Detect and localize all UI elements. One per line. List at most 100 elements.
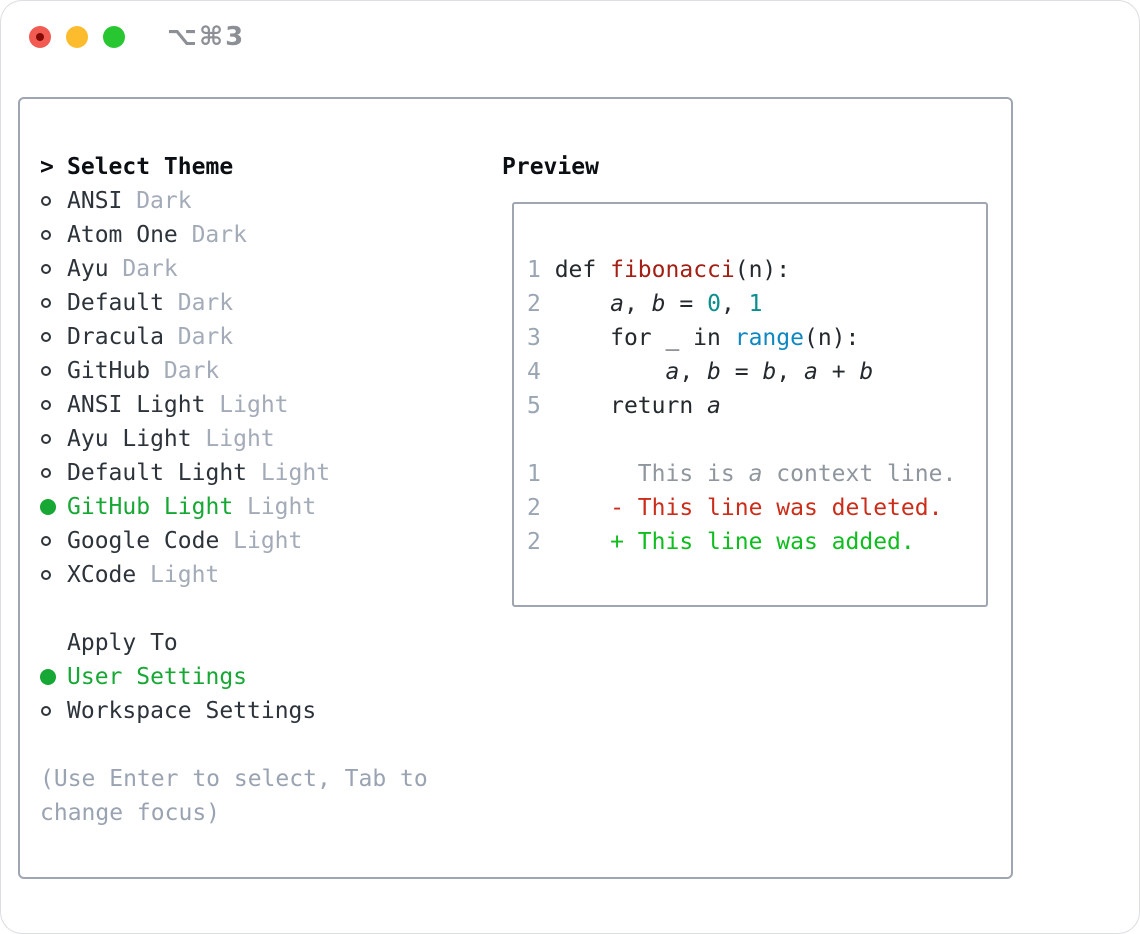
code-token: a [610, 291, 624, 317]
code-token: a [665, 359, 680, 385]
line-number: 2 [527, 495, 541, 521]
theme-option-github-light[interactable]: GitHub Light Light [40, 490, 490, 524]
code-token: a [707, 393, 721, 419]
code-token: , [679, 359, 708, 385]
theme-option-ansi-light[interactable]: ANSI Light Light [40, 388, 490, 422]
radio-selected-icon [40, 669, 67, 685]
theme-name: Google Code [67, 528, 220, 554]
apply-option-workspace-settings[interactable]: Workspace Settings [40, 694, 490, 728]
deleted-text: - This line was deleted. [610, 495, 943, 521]
titlebar: ⌥⌘3 [0, 0, 1140, 97]
theme-name: XCode [67, 562, 137, 588]
theme-option-dracula-dark[interactable]: Dracula Dark [40, 320, 490, 354]
theme-variant-tag: Light [205, 426, 275, 452]
code-token [541, 291, 610, 317]
diff-deleted-line: 2 - This line was deleted. [527, 491, 986, 525]
code-line: 3 for _ in range(n): [527, 321, 986, 355]
line-number: 4 [527, 359, 541, 385]
theme-variant-tag: Light [260, 460, 331, 486]
code-line: 4 a, b = b, a + b [527, 355, 986, 389]
theme-option-ansi-dark[interactable]: ANSI Dark [40, 184, 490, 218]
theme-name: ANSI Light [67, 392, 206, 418]
line-number: 1 [527, 461, 541, 487]
radio-icon [40, 366, 67, 376]
code-token: , [776, 359, 805, 385]
theme-variant-tag: Light [150, 562, 220, 588]
theme-option-ayu-dark[interactable]: Ayu Dark [40, 252, 490, 286]
code-token: b [707, 359, 721, 385]
theme-name: GitHub [67, 358, 151, 384]
code-token: 0 [707, 291, 721, 317]
theme-variant-tag: Dark [191, 222, 247, 248]
theme-name: Default Light [67, 460, 248, 486]
theme-variant-tag: Light [233, 528, 303, 554]
radio-icon [40, 434, 67, 444]
code-token: fibonacci [610, 257, 735, 283]
code-token: a [804, 359, 818, 385]
code-token [541, 359, 666, 385]
code-token: , [720, 291, 749, 317]
theme-name: Ayu [67, 256, 109, 282]
window-title: ⌥⌘3 [167, 22, 246, 52]
code-line: 1 def fibonacci(n): [527, 253, 986, 287]
radio-icon [40, 332, 67, 342]
theme-option-default-dark[interactable]: Default Dark [40, 286, 490, 320]
radio-icon [40, 570, 67, 580]
diff-added-line: 2 + This line was added. [527, 525, 986, 559]
code-token: b [762, 359, 777, 385]
theme-list-column: > Select Theme ANSI Dark Atom One Dark A… [40, 150, 490, 830]
minimize-icon[interactable] [66, 26, 88, 48]
code-token: b [859, 359, 874, 385]
theme-variant-tag: Dark [177, 290, 234, 316]
code-token: def [540, 257, 611, 283]
code-token: 1 [748, 291, 763, 317]
code-token [541, 529, 610, 555]
theme-variant-tag: Light [246, 494, 317, 520]
theme-option-default-light[interactable]: Default Light Light [40, 456, 490, 490]
theme-variant-tag: Dark [136, 188, 192, 214]
radio-icon [40, 196, 67, 206]
help-text-line-1: (Use Enter to select, Tab to [40, 766, 428, 792]
added-text: + This line was added. [610, 529, 915, 555]
radio-icon [40, 706, 67, 716]
apply-option-label: Workspace Settings [67, 698, 317, 724]
close-icon[interactable] [29, 26, 51, 48]
theme-option-github-dark[interactable]: GitHub Dark [40, 354, 490, 388]
code-token: , [623, 291, 652, 317]
code-line-blank [527, 423, 986, 457]
line-number: 3 [527, 325, 541, 351]
theme-name: ANSI [67, 188, 123, 214]
theme-variant-tag: Dark [163, 358, 220, 384]
select-theme-header: > Select Theme [40, 150, 490, 184]
theme-option-atom-one-dark[interactable]: Atom One Dark [40, 218, 490, 252]
code-token [541, 495, 610, 521]
code-token: This is [637, 461, 749, 487]
radio-selected-icon [40, 499, 67, 515]
theme-name: Dracula [67, 324, 164, 350]
code-token: a [748, 461, 763, 487]
diff-context-line: 1 This is a context line. [527, 457, 986, 491]
theme-name: Atom One [67, 222, 178, 248]
radio-icon [40, 230, 67, 240]
theme-variant-tag: Dark [177, 324, 234, 350]
theme-variant-tag: Light [219, 392, 289, 418]
theme-option-xcode[interactable]: XCode Light [40, 558, 490, 592]
code-token: range [734, 325, 804, 351]
line-number: 2 [527, 291, 541, 317]
line-number: 1 [527, 257, 541, 283]
apply-to-label: Apply To [67, 630, 178, 656]
apply-to-header: Apply To [40, 626, 490, 660]
apply-option-user-settings[interactable]: User Settings [40, 660, 490, 694]
theme-option-google-code[interactable]: Google Code Light [40, 524, 490, 558]
code-token: for _ in [540, 325, 735, 351]
help-text-line-2: change focus) [40, 800, 221, 826]
radio-icon [40, 298, 67, 308]
radio-icon [40, 468, 67, 478]
preview-code-box: 1 def fibonacci(n): 2 a, b = 0, 1 3 for … [512, 202, 988, 607]
line-number: 5 [527, 393, 541, 419]
theme-picker-panel: > Select Theme ANSI Dark Atom One Dark A… [18, 97, 1013, 879]
theme-option-ayu-light[interactable]: Ayu Light Light [40, 422, 490, 456]
theme-name: Ayu Light [67, 426, 192, 452]
zoom-icon[interactable] [103, 26, 125, 48]
